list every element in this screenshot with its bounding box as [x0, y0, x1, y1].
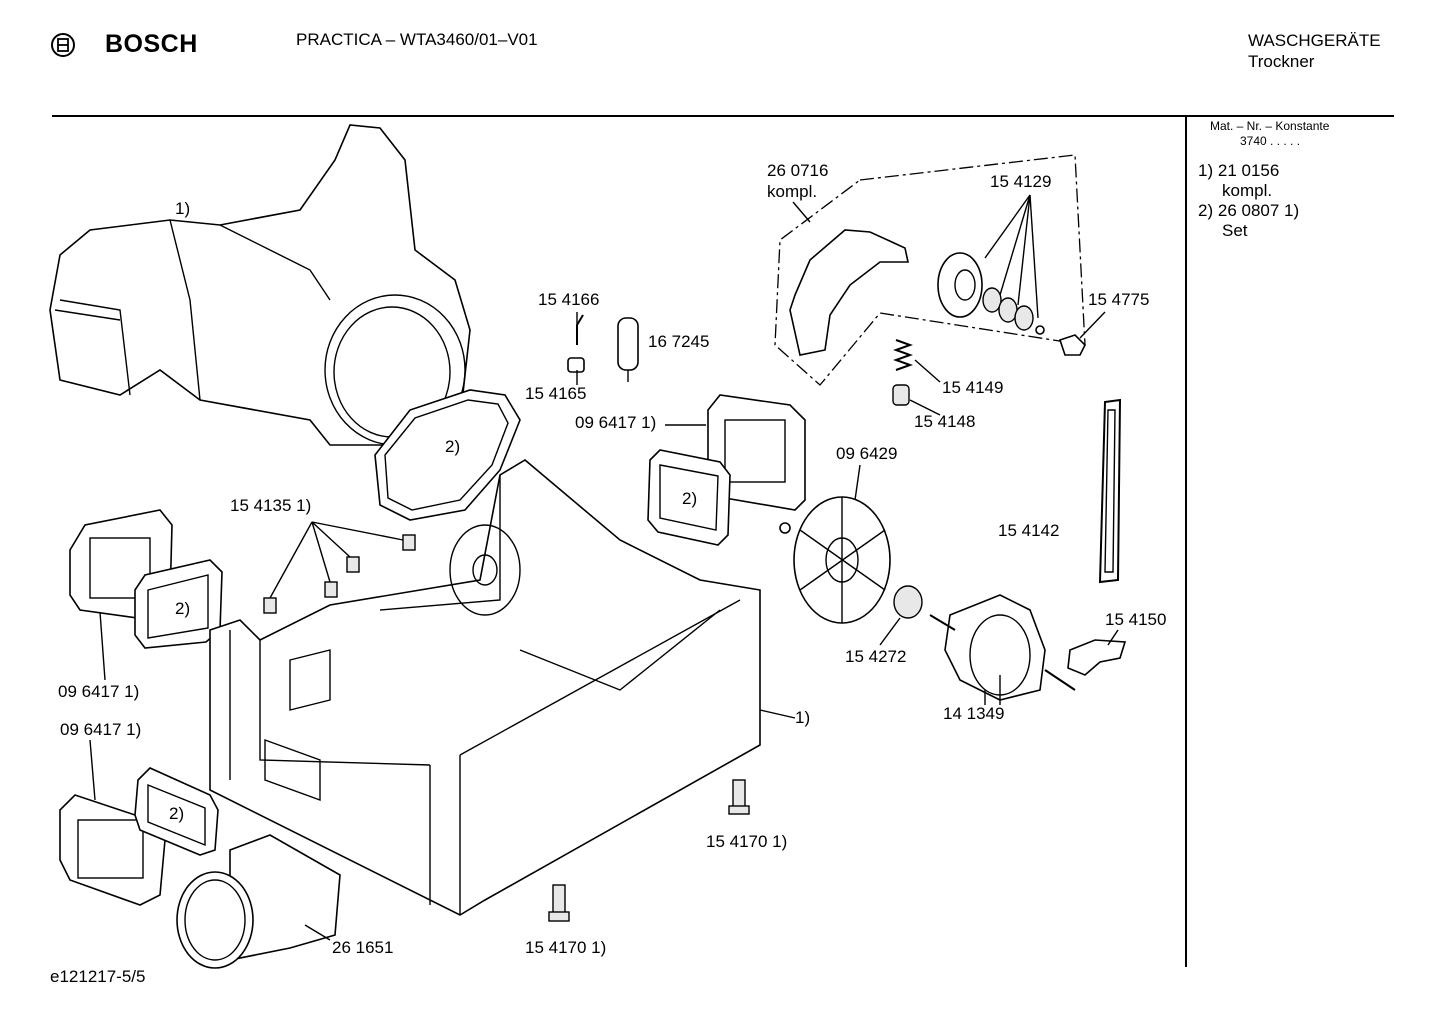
footnote-item: 1) 21 0156 [1198, 161, 1299, 181]
category-label: WASCHGERÄTE [1248, 31, 1381, 50]
footnote-text: 26 0807 1) [1217, 201, 1300, 220]
label-167245: 16 7245 [648, 332, 710, 351]
kit-boundary-outline [774, 154, 1086, 386]
bushing-part [893, 585, 923, 619]
exploded-parts-drawing [49, 124, 1127, 969]
motor-part [929, 594, 1076, 701]
label-096417-c: 09 6417 1) [60, 720, 142, 739]
label-154142: 15 4142 [998, 521, 1060, 540]
material-info-line1: Mat. – Nr. – Konstante [1210, 119, 1330, 133]
label-154165: 15 4165 [525, 384, 587, 403]
gasket-square-right [647, 449, 731, 546]
label-154166: 15 4166 [538, 290, 600, 309]
bosch-logo-icon [51, 33, 75, 57]
label-154170-b: 15 4170 1) [525, 938, 607, 957]
flange-part-right [707, 394, 806, 511]
label-gasket-oval: 2) [445, 437, 461, 456]
clip-parts [263, 534, 416, 614]
label-154148: 15 4148 [914, 412, 976, 431]
model-title: PRACTICA – WTA3460/01–V01 [296, 30, 538, 49]
bearing-bracket-part [789, 229, 909, 356]
label-096417-b: 09 6417 1) [58, 682, 140, 701]
footnote-sub: Set [1222, 221, 1248, 240]
category-block: WASCHGERÄTE Trockner [1248, 30, 1381, 72]
drive-belt-part [1098, 398, 1122, 584]
spring-parts [892, 339, 913, 406]
pulley-bearing-parts [937, 252, 1045, 335]
material-info-line2: 3740 . . . . . [1240, 134, 1301, 148]
leader-lines [89, 194, 1119, 941]
label-154170-a: 15 4170 1) [706, 832, 788, 851]
material-info: Mat. – Nr. – Konstante 3740 . . . . . [1210, 119, 1329, 149]
air-duct-part [49, 124, 471, 446]
screw-parts [548, 779, 750, 922]
cap-part [1058, 334, 1086, 356]
label-air-duct: 1) [175, 199, 191, 218]
label-260716-sub: kompl. [767, 182, 818, 201]
label-154135: 15 4135 1) [230, 496, 312, 515]
label-154775: 15 4775 [1088, 290, 1150, 309]
brand-name: BOSCH [105, 30, 198, 58]
top-divider [52, 115, 1394, 117]
subcategory-label: Trockner [1248, 52, 1315, 71]
label-154150: 15 4150 [1105, 610, 1167, 629]
label-261651: 26 1651 [332, 938, 394, 957]
label-gasket-a: 2) [682, 489, 698, 508]
drawing-id: e121217-5/5 [50, 967, 146, 986]
label-154129: 15 4129 [990, 172, 1052, 191]
label-base-frame: 1) [795, 708, 811, 727]
label-gasket-b: 2) [175, 599, 191, 618]
base-frame-part [209, 459, 761, 916]
label-154149: 15 4149 [942, 378, 1004, 397]
footnote-number: 2) [1198, 201, 1214, 220]
label-096417-a: 09 6417 1) [575, 413, 657, 432]
footnotes: 1) 21 0156 kompl. 2) 26 0807 1) Set [1198, 161, 1299, 241]
side-divider [1185, 117, 1187, 967]
label-096429: 09 6429 [836, 444, 898, 463]
label-gasket-c: 2) [169, 804, 185, 823]
label-154272: 15 4272 [845, 647, 907, 666]
footnote-item: 2) 26 0807 1) [1198, 201, 1299, 221]
gasket-square-bottom [134, 767, 219, 856]
gasket-oval-part [374, 389, 521, 521]
motor-clamp-part [1067, 639, 1127, 676]
fan-wheel-part [779, 496, 891, 624]
footnote-sub: kompl. [1222, 181, 1273, 200]
label-260716: 26 0716 [767, 161, 829, 180]
label-141349: 14 1349 [943, 704, 1005, 723]
sensor-parts [567, 314, 639, 382]
footnote-text: 21 0156 [1217, 161, 1280, 180]
footnote-number: 1) [1198, 161, 1214, 180]
